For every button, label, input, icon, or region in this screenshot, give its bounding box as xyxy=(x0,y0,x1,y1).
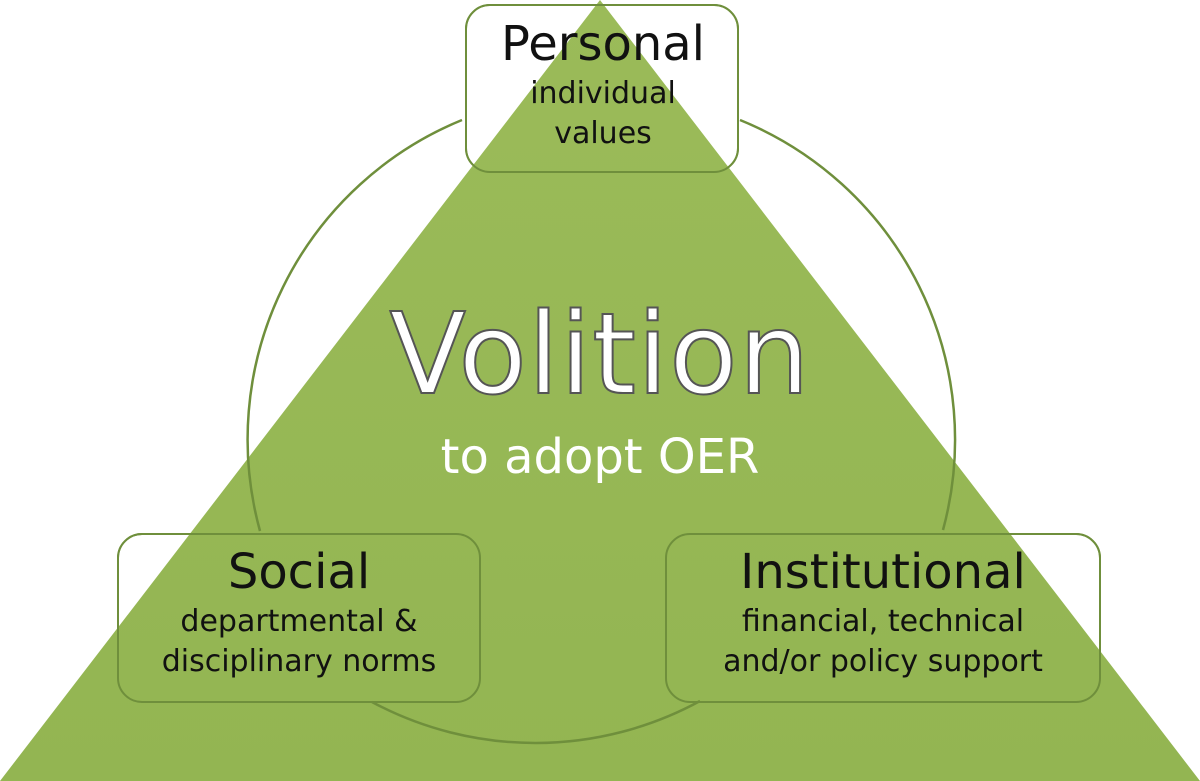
arc-social-personal xyxy=(246,118,463,532)
node-personal-title: Personal xyxy=(500,16,706,72)
box-social-outline xyxy=(117,533,481,703)
node-institutional-title: Institutional xyxy=(740,544,1026,600)
center-subtitle: to adopt OER xyxy=(440,429,760,485)
node-institutional: Institutional financial, technical and/o… xyxy=(666,542,1100,682)
center-title: Volition xyxy=(388,289,811,421)
box-institutional-outline xyxy=(665,533,1101,703)
node-social-desc-line1: departmental & xyxy=(180,604,418,639)
node-social-desc-line2: disciplinary norms xyxy=(161,644,437,679)
node-personal-desc-line2: values xyxy=(554,116,652,151)
arc-personal-institutional xyxy=(739,118,957,531)
node-social: Social departmental & disciplinary norms xyxy=(118,542,480,682)
node-social-title: Social xyxy=(227,544,371,600)
box-personal-outline xyxy=(465,4,739,173)
arc-institutional-social xyxy=(371,699,701,745)
node-institutional-desc-line1: financial, technical xyxy=(741,604,1025,639)
node-personal-desc-line1: individual xyxy=(530,76,676,111)
node-institutional-desc-line2: and/or policy support xyxy=(723,644,1043,679)
cycle-circle xyxy=(246,118,957,745)
node-personal: Personal individual values xyxy=(468,14,738,154)
